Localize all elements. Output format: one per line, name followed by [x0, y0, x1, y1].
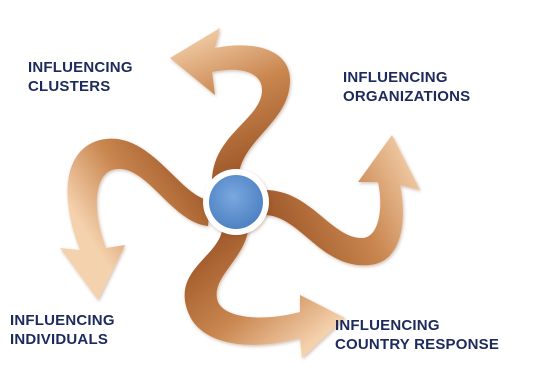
label-influencing-individuals: INFLUENCING INDIVIDUALS: [10, 311, 115, 349]
arrow-individuals: [60, 138, 210, 300]
label-individuals-line1: INFLUENCING: [10, 312, 115, 329]
arrow-clusters: [170, 28, 290, 185]
arrow-country-response: [184, 215, 345, 358]
center-circle: [209, 175, 263, 229]
label-country-line1: INFLUENCING: [335, 317, 440, 334]
center-hub: [203, 169, 269, 235]
label-clusters-line1: INFLUENCING: [28, 59, 133, 76]
label-clusters-line2: CLUSTERS: [28, 78, 111, 95]
arrow-organizations: [262, 135, 420, 266]
label-organizations-line2: ORGANIZATIONS: [343, 88, 471, 105]
label-influencing-clusters: INFLUENCING CLUSTERS: [28, 58, 133, 96]
label-individuals-line2: INDIVIDUALS: [10, 331, 109, 348]
label-influencing-country-response: INFLUENCING COUNTRY RESPONSE: [335, 316, 499, 354]
label-country-line2: COUNTRY RESPONSE: [335, 336, 500, 353]
label-influencing-organizations: INFLUENCING ORGANIZATIONS: [343, 68, 470, 106]
label-organizations-line1: INFLUENCING: [343, 69, 448, 86]
